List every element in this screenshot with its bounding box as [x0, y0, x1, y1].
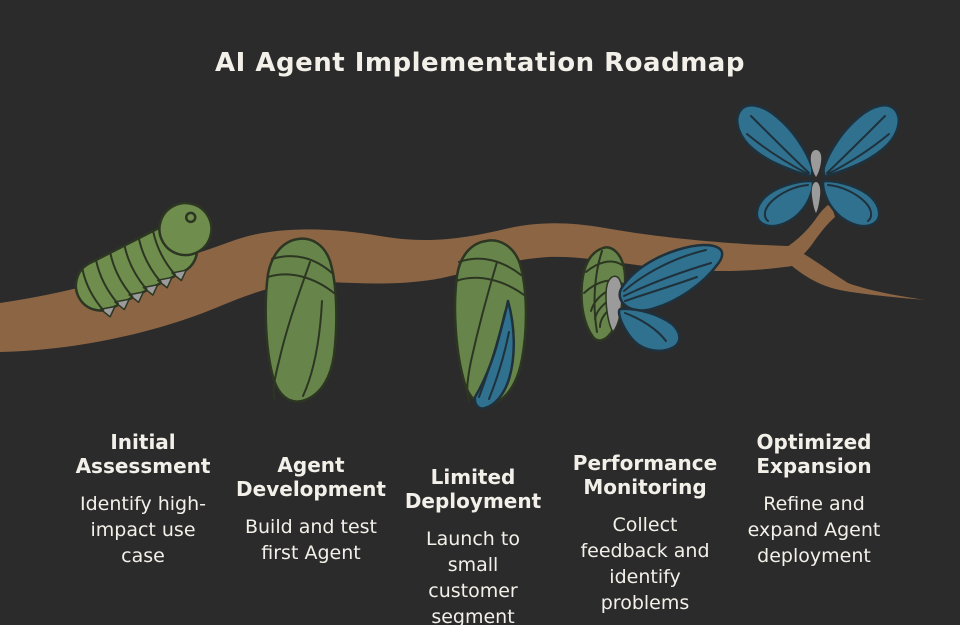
stage-title: Agent Development — [236, 453, 386, 501]
lower-left-wing — [755, 179, 815, 228]
stage-title: Optimized Expansion — [756, 430, 872, 478]
butterfly-icon — [736, 104, 900, 228]
lower-right-wing — [821, 179, 881, 228]
stage-description: Build and test first Agent — [244, 516, 377, 564]
butterfly-body — [605, 275, 623, 333]
chrysalis-with-wing-icon — [453, 239, 528, 410]
caterpillar-head — [158, 201, 213, 257]
caterpillar-icon — [74, 201, 213, 318]
stage-title: Initial Assessment — [75, 430, 211, 478]
butterfly-abdomen — [811, 182, 821, 213]
stage-description: Refine and expand Agent deployment — [747, 493, 881, 567]
butterfly-head — [810, 150, 822, 177]
chrysalis-icon — [264, 237, 338, 403]
stage-description: Launch to small customer segment — [426, 528, 520, 625]
caterpillar-eye — [184, 211, 197, 224]
stage-title: Limited Deployment — [404, 465, 542, 513]
stage-description: Collect feedback and identify problems — [580, 514, 710, 614]
stage-title: Performance Monitoring — [572, 451, 718, 499]
stage-description: Identify high- impact use case — [79, 493, 207, 567]
emerging-butterfly-icon — [580, 243, 724, 353]
branch-fork-twig — [778, 205, 835, 267]
page-title: AI Agent Implementation Roadmap — [215, 48, 745, 78]
